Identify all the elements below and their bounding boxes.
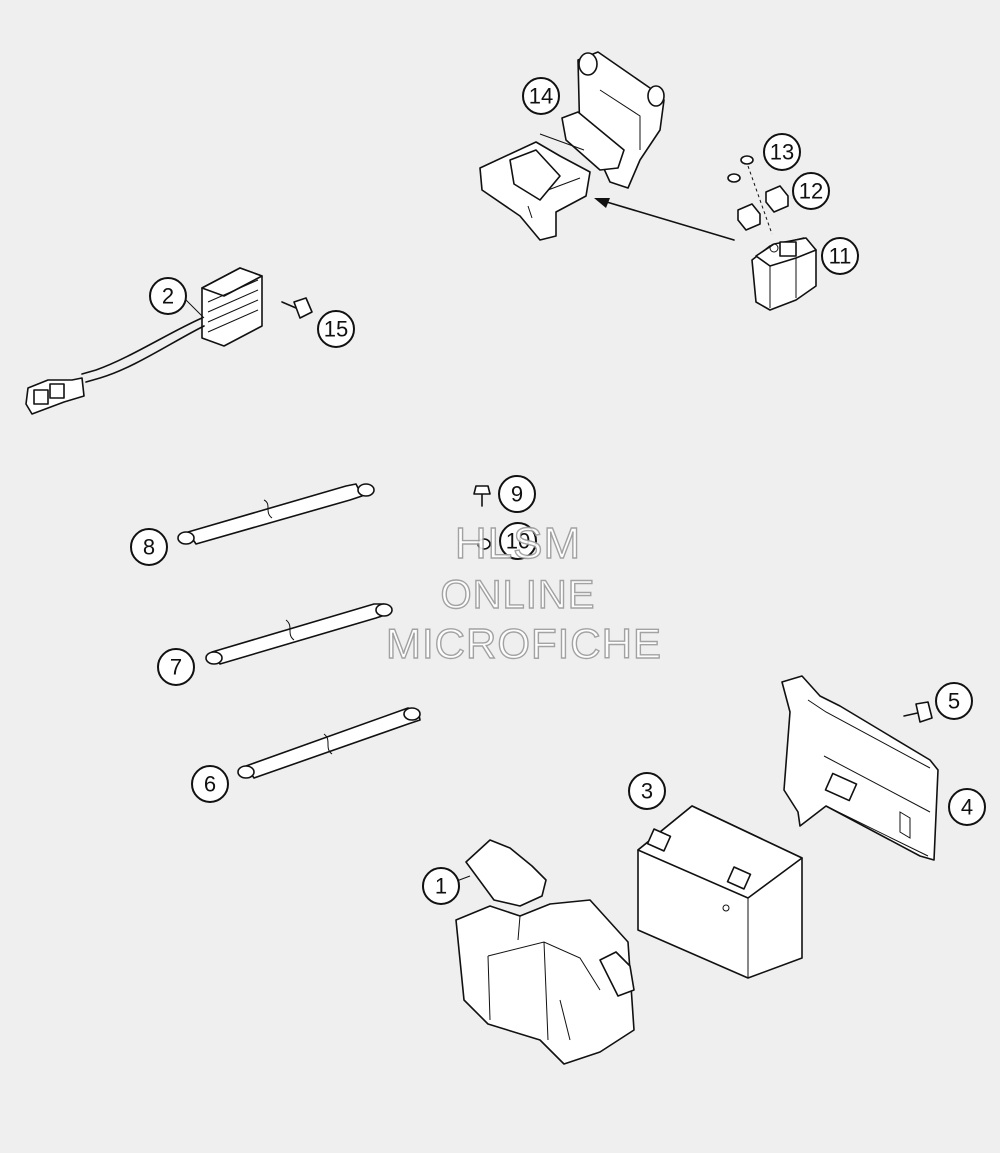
callout-8: 8 xyxy=(130,528,168,566)
callout-15-label: 15 xyxy=(324,317,348,342)
part-12-fuse xyxy=(737,185,789,231)
callout-6-label: 6 xyxy=(204,772,216,797)
callout-12-label: 12 xyxy=(799,179,823,204)
callout-8-label: 8 xyxy=(143,535,155,560)
callout-1-label: 1 xyxy=(435,874,447,899)
callout-11-label: 11 xyxy=(829,244,852,269)
callout-9: 9 xyxy=(498,475,536,513)
callout-2: 2 xyxy=(149,277,187,315)
callout-3-label: 3 xyxy=(641,779,653,804)
watermark-line-3: MICROFICHE xyxy=(386,620,662,667)
part-11-starter-relay xyxy=(751,237,817,311)
leader-lines xyxy=(185,299,471,883)
assembly-arrow xyxy=(594,198,735,241)
callout-5-label: 5 xyxy=(948,689,960,714)
part-14-fuse-holder xyxy=(479,51,665,241)
callout-9-label: 9 xyxy=(511,482,523,507)
callout-5: 5 xyxy=(935,682,973,720)
callout-2-label: 2 xyxy=(162,284,174,309)
part-9-bolt xyxy=(473,485,491,507)
part-13-screws xyxy=(727,155,773,235)
callout-4-label: 4 xyxy=(961,795,973,820)
part-6-cable xyxy=(237,707,421,779)
part-15-bolt xyxy=(281,297,313,319)
callout-11: 11 xyxy=(821,237,859,275)
callout-7-label: 7 xyxy=(170,655,182,680)
part-5-bolt xyxy=(903,701,933,723)
callout-12: 12 xyxy=(792,172,830,210)
callout-6: 6 xyxy=(191,765,229,803)
callout-14-label: 14 xyxy=(529,84,553,109)
callout-4: 4 xyxy=(948,788,986,826)
part-8-cable xyxy=(177,483,375,545)
callout-15: 15 xyxy=(317,310,355,348)
part-2-voltage-regulator xyxy=(25,267,263,415)
callout-14: 14 xyxy=(522,77,560,115)
callout-10: 10 xyxy=(499,522,537,560)
part-4-battery-cover xyxy=(781,675,939,861)
callout-7: 7 xyxy=(157,648,195,686)
part-7-cable xyxy=(205,603,393,665)
callout-13-label: 13 xyxy=(770,140,794,165)
watermark-line-2: ONLINE xyxy=(441,573,596,617)
watermark: HLSM ONLINE MICROFICHE xyxy=(385,518,662,667)
part-10-nut xyxy=(477,538,491,550)
watermark-line-1: HLSM xyxy=(455,519,581,568)
part-3-battery xyxy=(637,805,803,979)
callout-13: 13 xyxy=(763,133,801,171)
callout-10-label: 10 xyxy=(506,529,530,554)
callout-1: 1 xyxy=(422,867,460,905)
part-1-battery-tray xyxy=(455,839,635,1065)
callout-3: 3 xyxy=(628,772,666,810)
